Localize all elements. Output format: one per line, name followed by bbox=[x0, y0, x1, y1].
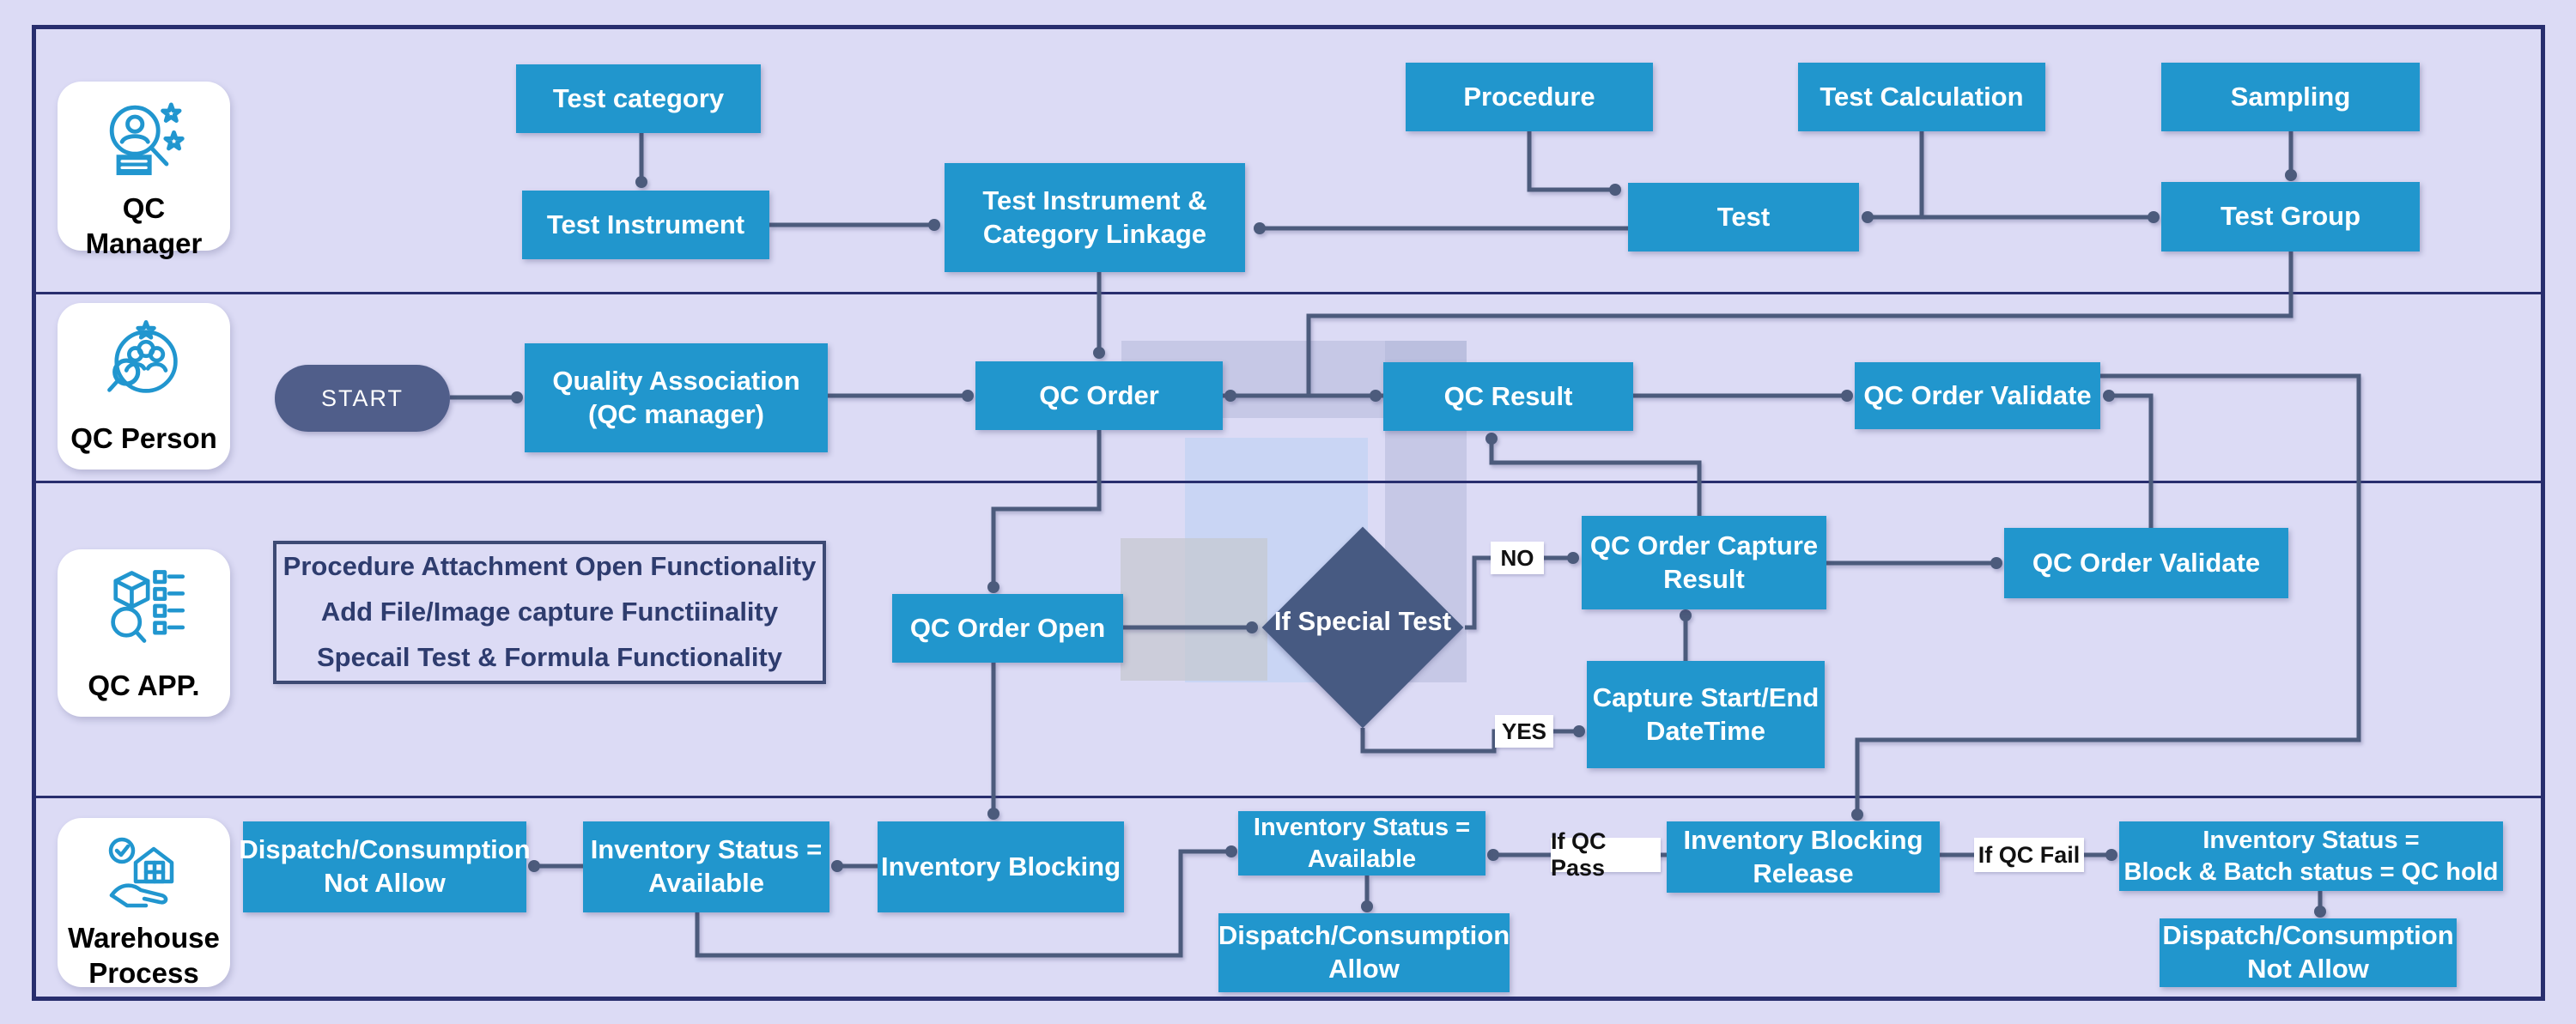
edge-label-no: NO bbox=[1491, 542, 1544, 574]
note-line-2: Add File/Image capture Functiinality bbox=[320, 597, 779, 627]
lane-label-qc-manager: QC Manager bbox=[85, 192, 203, 260]
node-capture-datetime: Capture Start/End DateTime bbox=[1587, 661, 1825, 768]
lane-divider-2 bbox=[32, 481, 2545, 483]
node-dispatch-not-allow-1: Dispatch/Consumption Not Allow bbox=[239, 821, 531, 912]
node-test-group: Test Group bbox=[2161, 182, 2420, 251]
lane-card-warehouse: Warehouse Process bbox=[58, 818, 230, 989]
node-test-category: Test category bbox=[516, 64, 761, 133]
node-inventory-available-1: Inventory Status = Available bbox=[583, 821, 829, 912]
diagram-frame bbox=[32, 25, 2545, 1001]
node-quality-association: Quality Association (QC manager) bbox=[525, 343, 828, 452]
node-qc-order-open: QC Order Open bbox=[892, 594, 1123, 663]
node-test: Test bbox=[1628, 183, 1859, 251]
edge-label-yes: YES bbox=[1495, 715, 1553, 748]
start-node: START bbox=[275, 365, 450, 432]
lane-card-qc-app: QC APP. bbox=[58, 549, 230, 717]
edge-label-if-qc-pass: If QC Pass bbox=[1551, 828, 1661, 881]
qc-person-icon bbox=[100, 315, 189, 409]
functionality-note: Procedure Attachment Open Functionality … bbox=[273, 541, 826, 684]
node-qc-order-validate-person: QC Order Validate bbox=[1855, 362, 2100, 429]
qc-manager-icon bbox=[98, 94, 191, 191]
node-qc-order: QC Order bbox=[975, 361, 1223, 430]
lane-card-qc-manager: QC Manager bbox=[58, 82, 230, 259]
lane-divider-3 bbox=[32, 796, 2545, 798]
lane-card-qc-person: QC Person bbox=[58, 303, 230, 470]
node-qc-order-capture-result: QC Order Capture Result bbox=[1582, 516, 1826, 609]
node-qc-order-validate-app: QC Order Validate bbox=[2004, 528, 2288, 598]
node-procedure: Procedure bbox=[1406, 63, 1653, 131]
node-sampling: Sampling bbox=[2161, 63, 2420, 131]
warehouse-icon bbox=[101, 830, 187, 920]
node-inventory-blocking-release: Inventory Blocking Release bbox=[1667, 821, 1940, 893]
note-line-1: Procedure Attachment Open Functionality bbox=[283, 551, 817, 582]
node-test-calculation: Test Calculation bbox=[1798, 63, 2045, 131]
lane-divider-1 bbox=[32, 292, 2545, 294]
node-dispatch-not-allow-2: Dispatch/Consumption Not Allow bbox=[2160, 918, 2457, 987]
lane-label-qc-person: QC Person bbox=[70, 421, 217, 454]
qc-app-icon bbox=[100, 561, 189, 655]
node-inventory-available-2: Inventory Status = Available bbox=[1238, 811, 1485, 876]
node-inventory-blocking: Inventory Blocking bbox=[878, 821, 1124, 912]
node-test-instrument-category-linkage: Test Instrument & Category Linkage bbox=[945, 163, 1245, 272]
node-qc-result: QC Result bbox=[1383, 362, 1633, 431]
node-dispatch-allow: Dispatch/Consumption Allow bbox=[1218, 913, 1510, 992]
lane-label-qc-app: QC APP. bbox=[88, 669, 200, 701]
decision-if-special-test-label: If Special Test bbox=[1273, 606, 1452, 636]
node-test-instrument: Test Instrument bbox=[522, 191, 769, 259]
node-inventory-qc-hold: Inventory Status = Block & Batch status … bbox=[2119, 821, 2503, 891]
note-line-3: Specail Test & Formula Functionality bbox=[316, 641, 782, 672]
lane-label-warehouse: Warehouse Process bbox=[68, 922, 220, 990]
edge-label-if-qc-fail: If QC Fail bbox=[1974, 838, 2084, 872]
